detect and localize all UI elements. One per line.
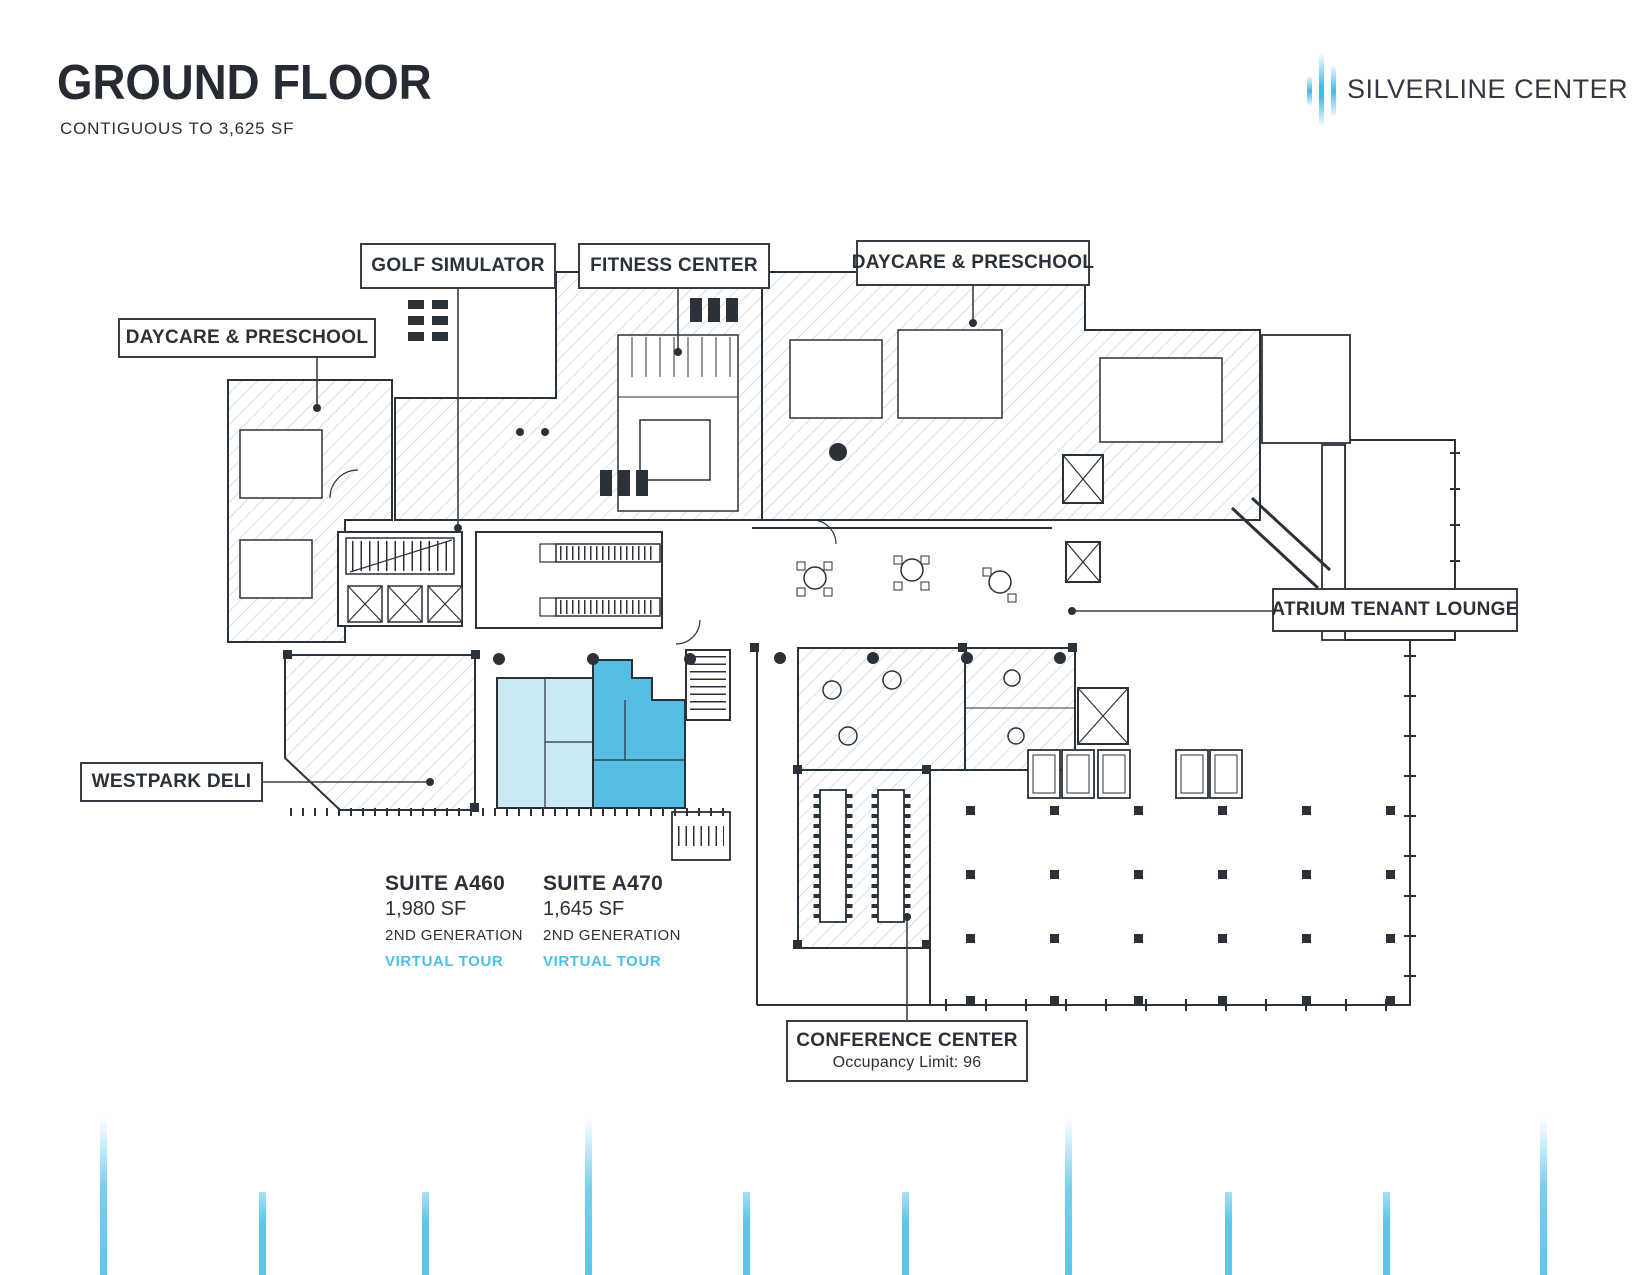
suite-a470-generation: 2ND GENERATION: [543, 927, 681, 944]
elevators-right: [1027, 454, 1243, 799]
footer-tick: [743, 1192, 750, 1275]
suite-a470-info: SUITE A470 1,645 SF 2ND GENERATION VIRTU…: [543, 872, 681, 973]
highlighted-suites: [496, 659, 686, 809]
leader-lines: [263, 286, 1272, 1020]
column-grid: [966, 806, 1395, 1005]
fitness-locker-lines: [618, 337, 1075, 709]
conference-center-title: CONFERENCE CENTER: [796, 1030, 1018, 1052]
open-area-bottom-right: [929, 640, 1416, 1011]
lounge-furniture: [822, 669, 1025, 746]
label-golf-simulator: GOLF SIMULATOR: [360, 243, 556, 289]
atrium-upper-seating: [752, 527, 1052, 603]
area-westpark-deli: [284, 654, 476, 811]
footer-tick: [100, 1118, 107, 1275]
footer-tick: [1383, 1192, 1390, 1275]
label-conference-center: CONFERENCE CENTER Occupancy Limit: 96: [786, 1020, 1028, 1082]
footer-tick: [1540, 1118, 1547, 1275]
core-stair-elevator-left: [337, 531, 463, 627]
suite-a460-virtual-tour-link[interactable]: VIRTUAL TOUR: [385, 953, 504, 970]
conference-occupancy-limit: Occupancy Limit: 96: [832, 1053, 982, 1071]
suite-a470-virtual-tour-link[interactable]: VIRTUAL TOUR: [543, 953, 662, 970]
area-lounge-main: [797, 647, 966, 771]
page-subtitle: CONTIGUOUS TO 3,625 SF: [60, 119, 295, 138]
corridor-columns: [283, 643, 1077, 949]
misc-walls: [290, 648, 945, 1006]
footer-tick: [259, 1192, 266, 1275]
footer-tick: [1065, 1118, 1072, 1275]
logo-bar-icon: [1331, 66, 1336, 116]
equipment-details: [408, 298, 847, 496]
label-daycare-preschool-left: DAYCARE & PRESCHOOL: [118, 318, 376, 358]
suite-a470-name: SUITE A470: [543, 872, 664, 895]
footer-tick: [585, 1118, 592, 1275]
logo-bar-icon: [1319, 54, 1324, 126]
door-arcs: [329, 469, 837, 645]
label-daycare-preschool-top: DAYCARE & PRESCHOOL: [852, 240, 1094, 286]
page-title: GROUND FLOOR: [57, 56, 432, 110]
escalator-lobby: [475, 531, 663, 629]
label-atrium-tenant-lounge: ATRIUM TENANT LOUNGE: [1271, 588, 1518, 632]
suite-a470-area: 1,645 SF: [543, 898, 625, 920]
conference-tables: [813, 789, 911, 923]
inner-rooms: [239, 329, 1223, 599]
footer-tick: [1225, 1192, 1232, 1275]
suite-a470-shape: [592, 659, 686, 809]
logo-bar-icon: [1307, 76, 1312, 106]
footer-tick: [422, 1192, 429, 1275]
leader-dots: [313, 319, 1076, 921]
suite-a460-generation: 2ND GENERATION: [385, 927, 523, 944]
brand-name: SILVERLINE CENTER: [1347, 74, 1629, 104]
label-fitness-center: FITNESS CENTER: [578, 243, 770, 289]
footer-tick: [902, 1192, 909, 1275]
label-westpark-deli: WESTPARK DELI: [80, 762, 263, 802]
suite-a460-area: 1,980 SF: [385, 898, 467, 920]
suite-a460-info: SUITE A460 1,980 SF 2ND GENERATION VIRTU…: [385, 872, 523, 973]
suite-a460-name: SUITE A460: [385, 872, 506, 895]
